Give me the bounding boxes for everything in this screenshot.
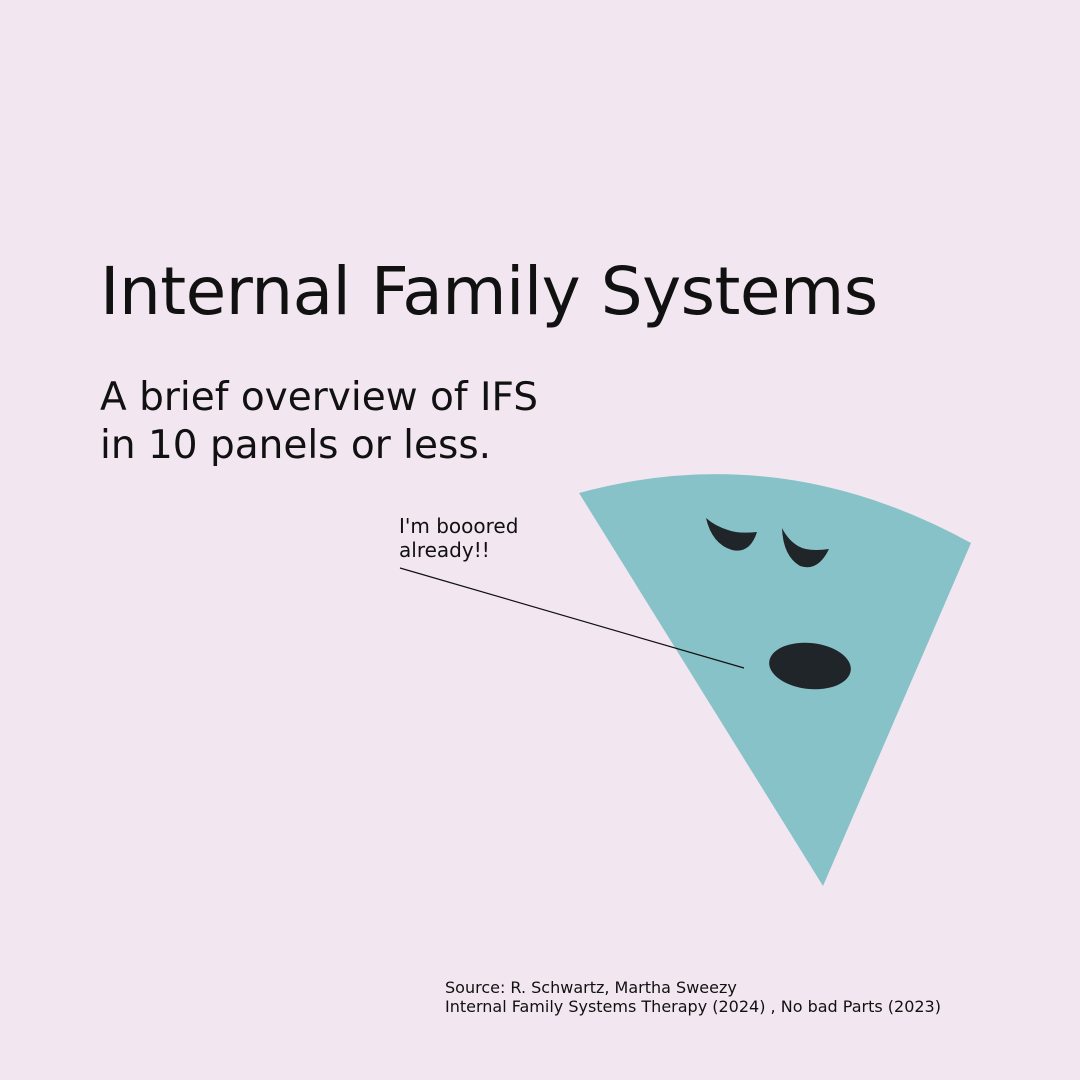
speech-pointer-line: [399, 567, 745, 669]
source-line-2: Internal Family Systems Therapy (2024) ,…: [445, 997, 941, 1016]
subtitle-line-2: in 10 panels or less.: [100, 423, 492, 468]
subtitle: A brief overview of IFS in 10 panels or …: [100, 374, 538, 470]
left-eye-icon: [706, 518, 757, 551]
speech-caption: I'm booored already!!: [399, 514, 518, 562]
speech-line-2: already!!: [399, 538, 490, 562]
speech-line-1: I'm booored: [399, 514, 519, 538]
source-citation: Source: R. Schwartz, Martha Sweezy Inter…: [445, 978, 941, 1016]
subtitle-line-1: A brief overview of IFS: [100, 375, 538, 420]
sad-wedge-character-icon: [579, 474, 971, 886]
right-eye-icon: [782, 528, 829, 568]
source-line-1: Source: R. Schwartz, Martha Sweezy: [445, 978, 737, 997]
mouth-icon: [769, 642, 851, 690]
page-title: Internal Family Systems: [100, 253, 878, 330]
